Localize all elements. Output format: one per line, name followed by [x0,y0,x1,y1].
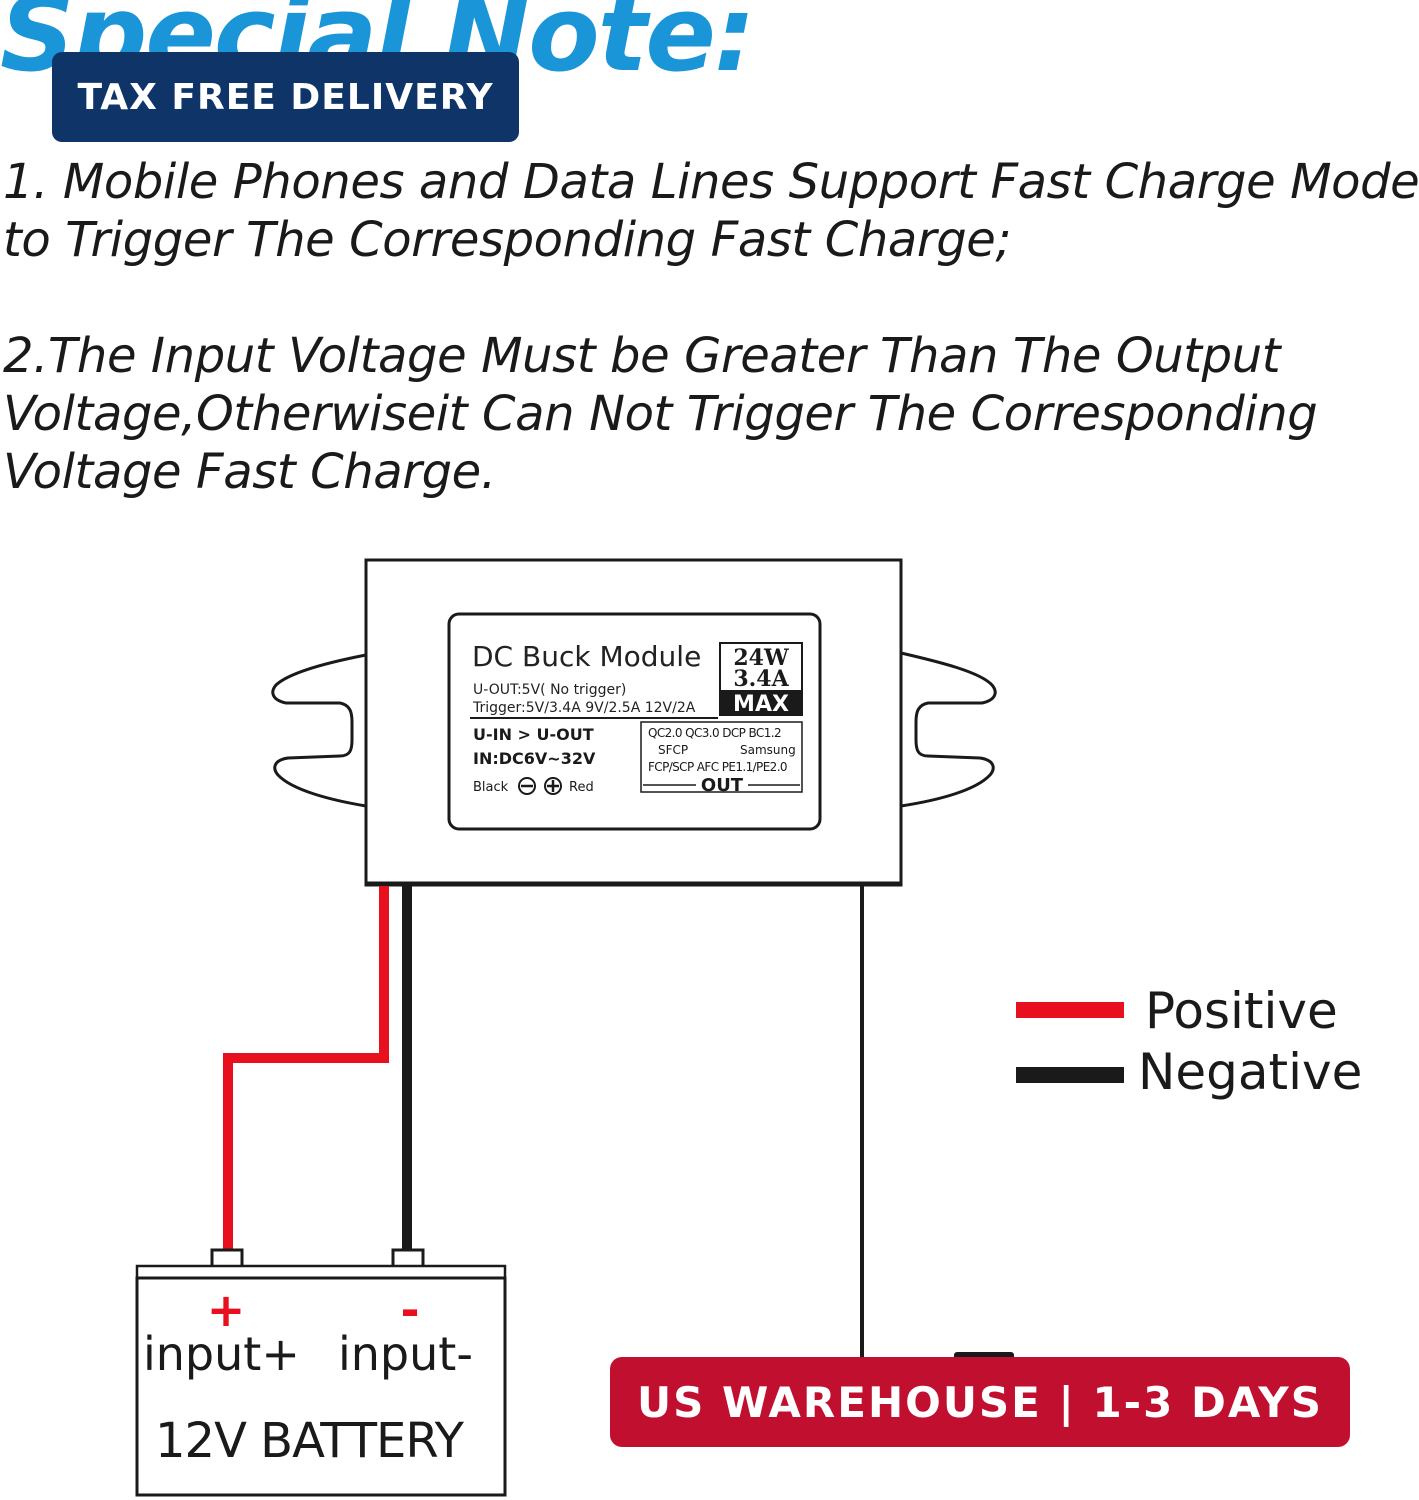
module-black-label: Black [473,780,509,795]
rating-max-band [720,690,802,715]
note-2: 2.The Input Voltage Must be Greater Than… [3,327,1318,501]
module-in-range: IN:DC6V~32V [473,749,596,768]
module-red-label: Red [569,780,594,795]
plus-terminal-icon [544,777,562,795]
rating-amps: 3.4A [733,666,789,692]
module-left-ear [271,653,367,808]
legend-positive-label: Positive [1145,982,1338,1040]
note-2-line-2: Voltage,Otherwiseit Can Not Trigger The … [3,386,1318,442]
note-1: 1. Mobile Phones and Data Lines Support … [3,153,1419,269]
battery-input-minus: input- [338,1327,473,1381]
battery-minus-sign: - [400,1283,419,1337]
battery-input-plus: input+ [143,1327,300,1381]
note-1-line-1: 1. Mobile Phones and Data Lines Support … [3,154,1419,210]
note-2-line-3: Voltage Fast Charge. [3,444,496,500]
module-uin-uout: U-IN > U-OUT [473,725,594,744]
rating-max: MAX [733,692,789,717]
battery-positive-post [210,1248,244,1269]
positive-wire [223,886,389,1250]
battery-body [135,1276,507,1497]
protocol-line1: QC2.0 QC3.0 DCP BC1.2 [648,726,781,740]
us-warehouse-badge: US WAREHOUSE | 1-3 DAYS [610,1357,1350,1447]
legend-negative-label: Negative [1138,1043,1362,1101]
protocol-out: OUT [701,775,744,796]
module-right-ear [900,651,997,808]
note-2-line-1: 2.The Input Voltage Must be Greater Than… [3,328,1281,384]
battery-negative-post [391,1248,425,1269]
protocol-box [640,721,803,793]
module-uout: U-OUT:5V( No trigger) [473,682,626,698]
protocol-sfcp: SFCP [658,743,688,757]
protocol-line3: FCP/SCP AFC PE1.1/PE2.0 [648,760,787,774]
minus-terminal-icon [518,777,536,795]
note-1-line-2: to Trigger The Corresponding Fast Charge… [3,212,1012,268]
battery-lid [135,1264,507,1280]
tax-free-delivery-badge: TAX FREE DELIVERY [52,52,519,142]
rating-watts: 24W [733,645,789,671]
protocol-samsung: Samsung [740,743,796,757]
battery-plus-sign: + [207,1283,246,1337]
module-trigger: Trigger:5V/3.4A 9V/2.5A 12V/2A [472,700,696,716]
battery-label: 12V BATTERY [155,1413,465,1469]
module-title: DC Buck Module [472,640,701,673]
